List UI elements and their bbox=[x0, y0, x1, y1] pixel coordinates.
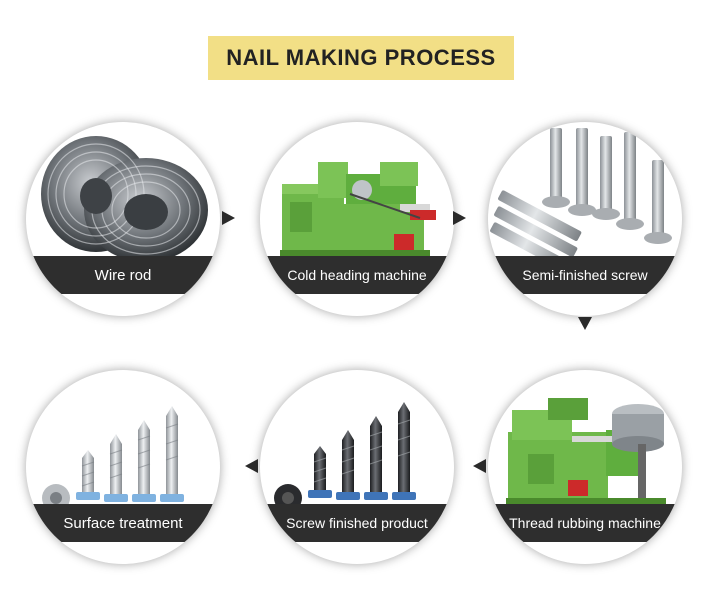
finished-screw-image bbox=[274, 402, 416, 512]
arrow-right-icon bbox=[222, 211, 235, 225]
cold-heading-machine-image bbox=[280, 162, 436, 258]
step-label: Semi-finished screw bbox=[488, 256, 682, 294]
step-screw-finished-product: Screw finished product bbox=[260, 370, 454, 564]
semi-finished-screw-image bbox=[490, 128, 672, 271]
step-label: Thread rubbing machine bbox=[488, 504, 682, 542]
surface-treatment-screw-image bbox=[42, 406, 184, 512]
wire-coil-image bbox=[41, 136, 208, 262]
arrow-left-icon bbox=[245, 459, 258, 473]
page-title: NAIL MAKING PROCESS bbox=[208, 36, 514, 80]
step-cold-heading-machine: Cold heading machine bbox=[260, 122, 454, 316]
step-wire-rod: Wire rod bbox=[26, 122, 220, 316]
arrow-left-icon bbox=[473, 459, 486, 473]
step-label: Cold heading machine bbox=[260, 256, 454, 294]
step-label: Wire rod bbox=[26, 256, 220, 294]
thread-rubbing-machine-image bbox=[506, 398, 666, 506]
step-label: Screw finished product bbox=[260, 504, 454, 542]
step-semi-finished-screw: Semi-finished screw bbox=[488, 122, 682, 316]
arrow-right-icon bbox=[453, 211, 466, 225]
step-label: Surface treatment bbox=[26, 504, 220, 542]
step-surface-treatment: Surface treatment bbox=[26, 370, 220, 564]
step-thread-rubbing-machine: Thread rubbing machine bbox=[488, 370, 682, 564]
arrow-down-icon bbox=[578, 317, 592, 330]
